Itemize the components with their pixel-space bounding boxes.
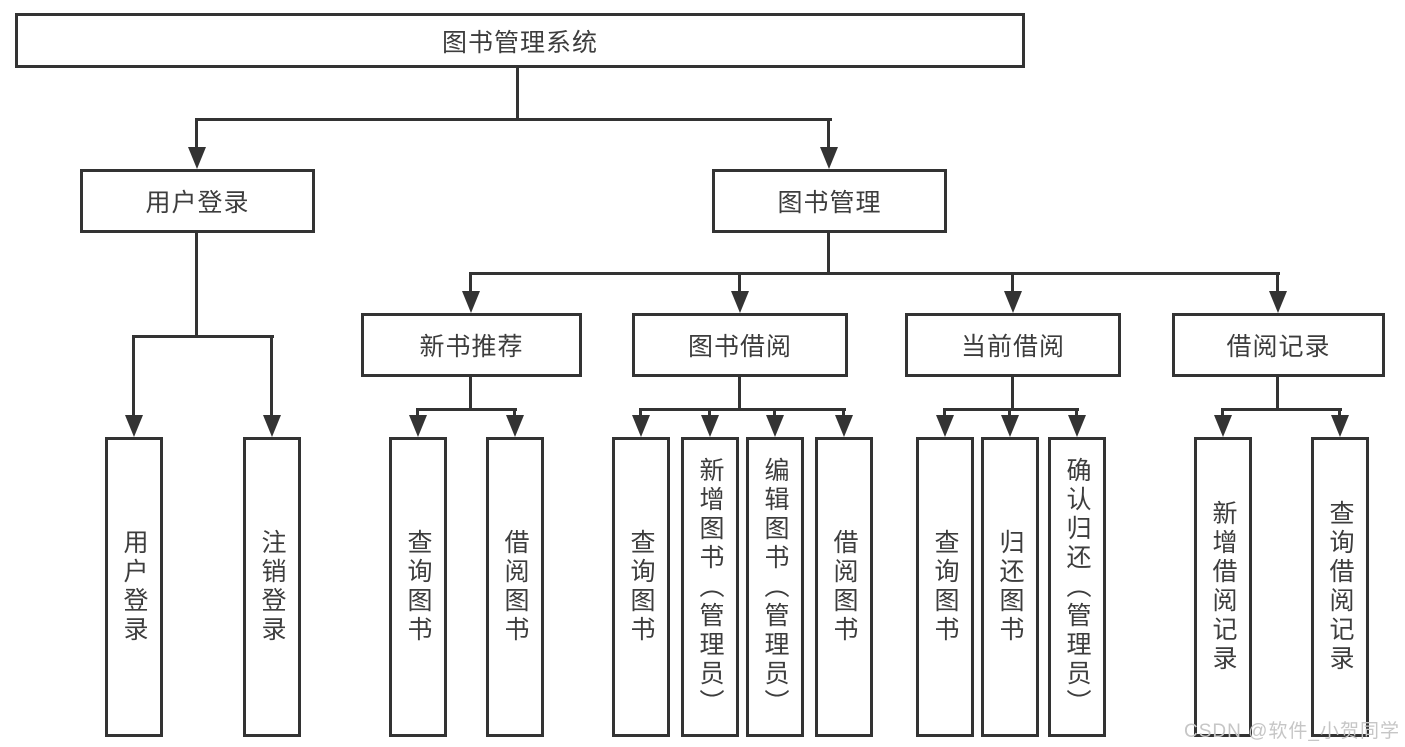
connector-current-bar — [943, 408, 1079, 411]
leaf-label: 注销登录 — [258, 529, 286, 645]
connector-leaf-shaft — [773, 408, 776, 418]
node-borrowing-records: 借阅记录 — [1172, 313, 1385, 377]
node-label: 图书借阅 — [687, 333, 792, 361]
node-book-borrowing: 图书借阅 — [632, 313, 848, 377]
connector-leaf-shaft — [1075, 408, 1078, 418]
leaf-label: 编辑图书（管理员） — [761, 456, 789, 718]
leaf-query-borrow-record: 查询借阅记录 — [1311, 437, 1369, 737]
leaf-label: 新增图书（管理员） — [696, 456, 724, 718]
leaf-query-books-current: 查询图书 — [916, 437, 974, 737]
connector-level3-shaft-borrowing — [738, 272, 741, 294]
leaf-add-borrow-record: 新增借阅记录 — [1194, 437, 1252, 737]
connector-root-stem — [516, 68, 519, 118]
connector-recommend-stem — [469, 377, 472, 408]
connector-leaf-shaft — [708, 408, 711, 418]
arrowhead-leaf — [1214, 415, 1232, 437]
arrowhead-leaf — [1331, 415, 1349, 437]
arrowhead-leaf — [1068, 415, 1086, 437]
node-label: 借阅记录 — [1226, 333, 1331, 361]
connector-leaf-shaft — [1221, 408, 1224, 418]
arrowhead-user-login — [188, 147, 206, 169]
connector-mgmt-stem — [827, 233, 830, 272]
node-new-book-recommend: 新书推荐 — [361, 313, 582, 377]
leaf-label: 查询图书 — [627, 529, 655, 645]
connector-level3-shaft-recommend — [469, 272, 472, 294]
leaf-user-login: 用户登录 — [105, 437, 163, 737]
node-label: 用户登录 — [145, 189, 250, 217]
node-label: 新书推荐 — [419, 333, 524, 361]
leaf-query-books-borrowing: 查询图书 — [612, 437, 670, 737]
arrowhead-leaf — [936, 415, 954, 437]
leaf-label: 查询图书 — [931, 529, 959, 645]
leaf-label: 确认归还（管理员） — [1063, 456, 1091, 718]
connector-recommend-bar — [416, 408, 517, 411]
arrowhead-book-borrowing — [731, 291, 749, 313]
connector-leaf-shaft — [639, 408, 642, 418]
arrowhead-leaf — [835, 415, 853, 437]
connector-level3-bar — [470, 272, 1280, 275]
leaf-label: 用户登录 — [120, 529, 148, 645]
arrowhead-leaf — [409, 415, 427, 437]
leaf-label: 查询借阅记录 — [1326, 500, 1354, 674]
arrowhead-book-management — [820, 147, 838, 169]
leaf-label: 归还图书 — [996, 529, 1024, 645]
leaf-label: 借阅图书 — [501, 529, 529, 645]
leaf-query-books-recommend: 查询图书 — [389, 437, 447, 737]
arrowhead-new-book-recommend — [462, 291, 480, 313]
leaf-logout-login: 注销登录 — [243, 437, 301, 737]
node-label: 当前借阅 — [960, 333, 1065, 361]
arrowhead-leaf-logout — [263, 415, 281, 437]
csdn-watermark: CSDN @软件_小贺同学 — [1184, 721, 1400, 742]
leaf-label: 新增借阅记录 — [1209, 500, 1237, 674]
leaf-label: 查询图书 — [404, 529, 432, 645]
node-current-borrowing: 当前借阅 — [905, 313, 1121, 377]
connector-login-shaft-2 — [270, 335, 273, 418]
node-root-label: 图书管理系统 — [441, 28, 598, 57]
connector-leaf-shaft — [1338, 408, 1341, 418]
leaf-add-books-admin: 新增图书（管理员） — [681, 437, 739, 737]
node-label: 图书管理 — [777, 189, 882, 217]
connector-level3-shaft-records — [1276, 272, 1279, 294]
leaf-edit-books-admin: 编辑图书（管理员） — [746, 437, 804, 737]
leaf-borrow-books-borrowing: 借阅图书 — [815, 437, 873, 737]
arrowhead-leaf — [701, 415, 719, 437]
node-user-login-branch: 用户登录 — [80, 169, 315, 233]
leaf-borrow-books-recommend: 借阅图书 — [486, 437, 544, 737]
connector-login-shaft-1 — [132, 335, 135, 418]
node-book-management: 图书管理 — [712, 169, 947, 233]
connector-login-bar — [132, 335, 274, 338]
arrowhead-leaf — [632, 415, 650, 437]
node-root: 图书管理系统 — [15, 13, 1025, 68]
leaf-return-books: 归还图书 — [981, 437, 1039, 737]
arrowhead-leaf — [766, 415, 784, 437]
connector-level2-shaft-mgmt — [827, 118, 830, 152]
leaf-confirm-return-admin: 确认归还（管理员） — [1048, 437, 1106, 737]
arrowhead-borrowing-records — [1269, 291, 1287, 313]
connector-leaf-shaft — [943, 408, 946, 418]
connector-level2-bar — [196, 118, 832, 121]
arrowhead-leaf-user-login — [125, 415, 143, 437]
connector-login-stem — [195, 233, 198, 335]
connector-current-stem — [1011, 377, 1014, 408]
connector-leaf-shaft — [1008, 408, 1011, 418]
arrowhead-current-borrowing — [1004, 291, 1022, 313]
connector-leaf-shaft — [513, 408, 516, 418]
connector-records-bar — [1221, 408, 1342, 411]
connector-level3-shaft-current — [1011, 272, 1014, 294]
arrowhead-leaf — [506, 415, 524, 437]
connector-borrowing-stem — [738, 377, 741, 408]
leaf-label: 借阅图书 — [830, 529, 858, 645]
connector-borrowing-bar — [639, 408, 846, 411]
arrowhead-leaf — [1001, 415, 1019, 437]
connector-records-stem — [1276, 377, 1279, 408]
connector-leaf-shaft — [842, 408, 845, 418]
connector-level2-shaft-login — [195, 118, 198, 152]
connector-leaf-shaft — [416, 408, 419, 418]
